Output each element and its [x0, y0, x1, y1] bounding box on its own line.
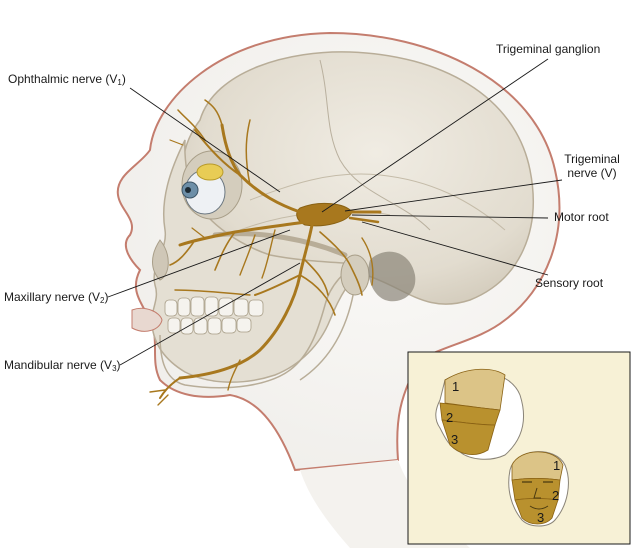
nasal-aperture — [152, 239, 169, 281]
lacrimal-gland — [196, 163, 224, 181]
lower-teeth — [167, 317, 252, 335]
label-trigeminal-ganglion: Trigeminal ganglion — [496, 42, 601, 56]
zone-3-front-label: 3 — [537, 510, 544, 525]
label-motor-root: Motor root — [554, 210, 609, 224]
label-ophthalmic-nerve: Ophthalmic nerve (V1) — [8, 72, 126, 87]
lips — [131, 307, 163, 332]
dermatome-inset: 1 2 3 1 2 3 — [407, 351, 631, 545]
label-trigeminal-line2: nerve (V) — [567, 166, 617, 180]
zone-2-front-label: 2 — [552, 488, 559, 503]
suture — [249, 173, 506, 231]
upper-teeth — [164, 296, 264, 317]
label-sensory-root: Sensory root — [535, 276, 604, 290]
zone-1-front-label: 1 — [553, 458, 560, 473]
suture — [319, 59, 431, 231]
leader-lines — [107, 58, 563, 366]
label-maxillary-nerve: Maxillary nerve (V2) — [4, 290, 109, 305]
label-trigeminal-line1: Trigeminal — [564, 152, 620, 166]
label-mandibular-nerve: Mandibular nerve (V3) — [4, 358, 121, 373]
occipital-shadow — [368, 251, 416, 302]
trigeminal-nerves — [149, 99, 382, 406]
mandible — [159, 260, 362, 389]
label-trigeminal-nerve: Trigeminal nerve (V) — [560, 152, 624, 180]
zone-1-label: 1 — [452, 379, 459, 394]
pupil — [185, 187, 191, 193]
zone-3-label: 3 — [451, 432, 458, 447]
zone-2-label: 2 — [446, 410, 453, 425]
